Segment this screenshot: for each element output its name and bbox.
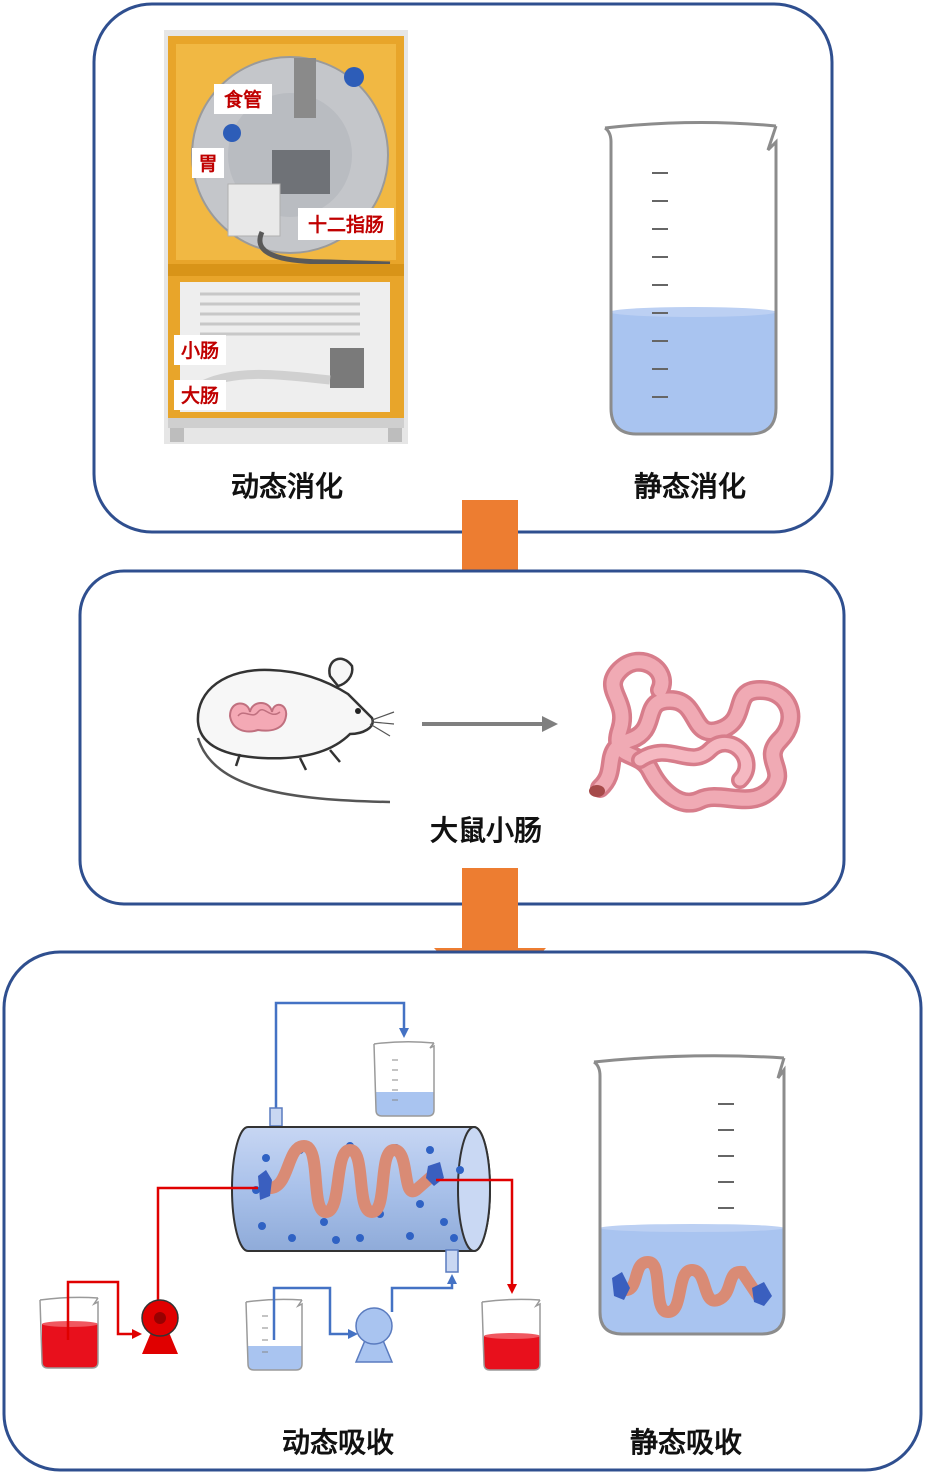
label-esophagus: 食管 [224,88,262,111]
label-duodenum: 十二指肠 [308,213,384,236]
tissue-edge-icon [612,1272,630,1300]
reservoir-tube [66,1280,142,1340]
beaker-icon [481,1298,541,1371]
blue-port-icon [344,67,364,87]
label-static-digestion: 静态消化 [634,470,746,503]
label-small-intestine: 小肠 [181,340,219,362]
beaker-icon [373,1040,435,1117]
beaker-icon [245,1298,303,1371]
dynamic-digestion-machine: 食管 胃 十二指肠 小肠 大肠 [164,30,408,444]
label-stomach: 胃 [198,153,217,175]
red-outflow-tube [436,1178,517,1294]
tissue-edge-icon [752,1282,772,1306]
tissue-edge-icon [258,1170,272,1200]
pump-to-chamber-tube [390,1274,457,1312]
beaker-icon [593,1054,786,1336]
label-dynamic-absorption: 动态吸收 [282,1426,394,1459]
label-dynamic-digestion: 动态消化 [231,470,343,503]
label-large-intestine: 大肠 [181,384,219,407]
outflow-tube [274,1001,409,1112]
beaker-icon [39,1296,99,1369]
absorption-chamber [231,1126,491,1273]
pump-icon [354,1307,394,1363]
pump-icon [141,1299,179,1354]
label-rat-small-intestine: 大鼠小肠 [430,814,542,847]
beaker-icon [604,120,778,436]
inflow-tube [156,1186,258,1300]
blue-port-icon [223,124,241,142]
label-static-absorption: 静态吸收 [630,1426,742,1459]
intestine-icon [589,651,801,813]
buffer-tube [272,1286,358,1340]
rat-icon [196,657,395,804]
